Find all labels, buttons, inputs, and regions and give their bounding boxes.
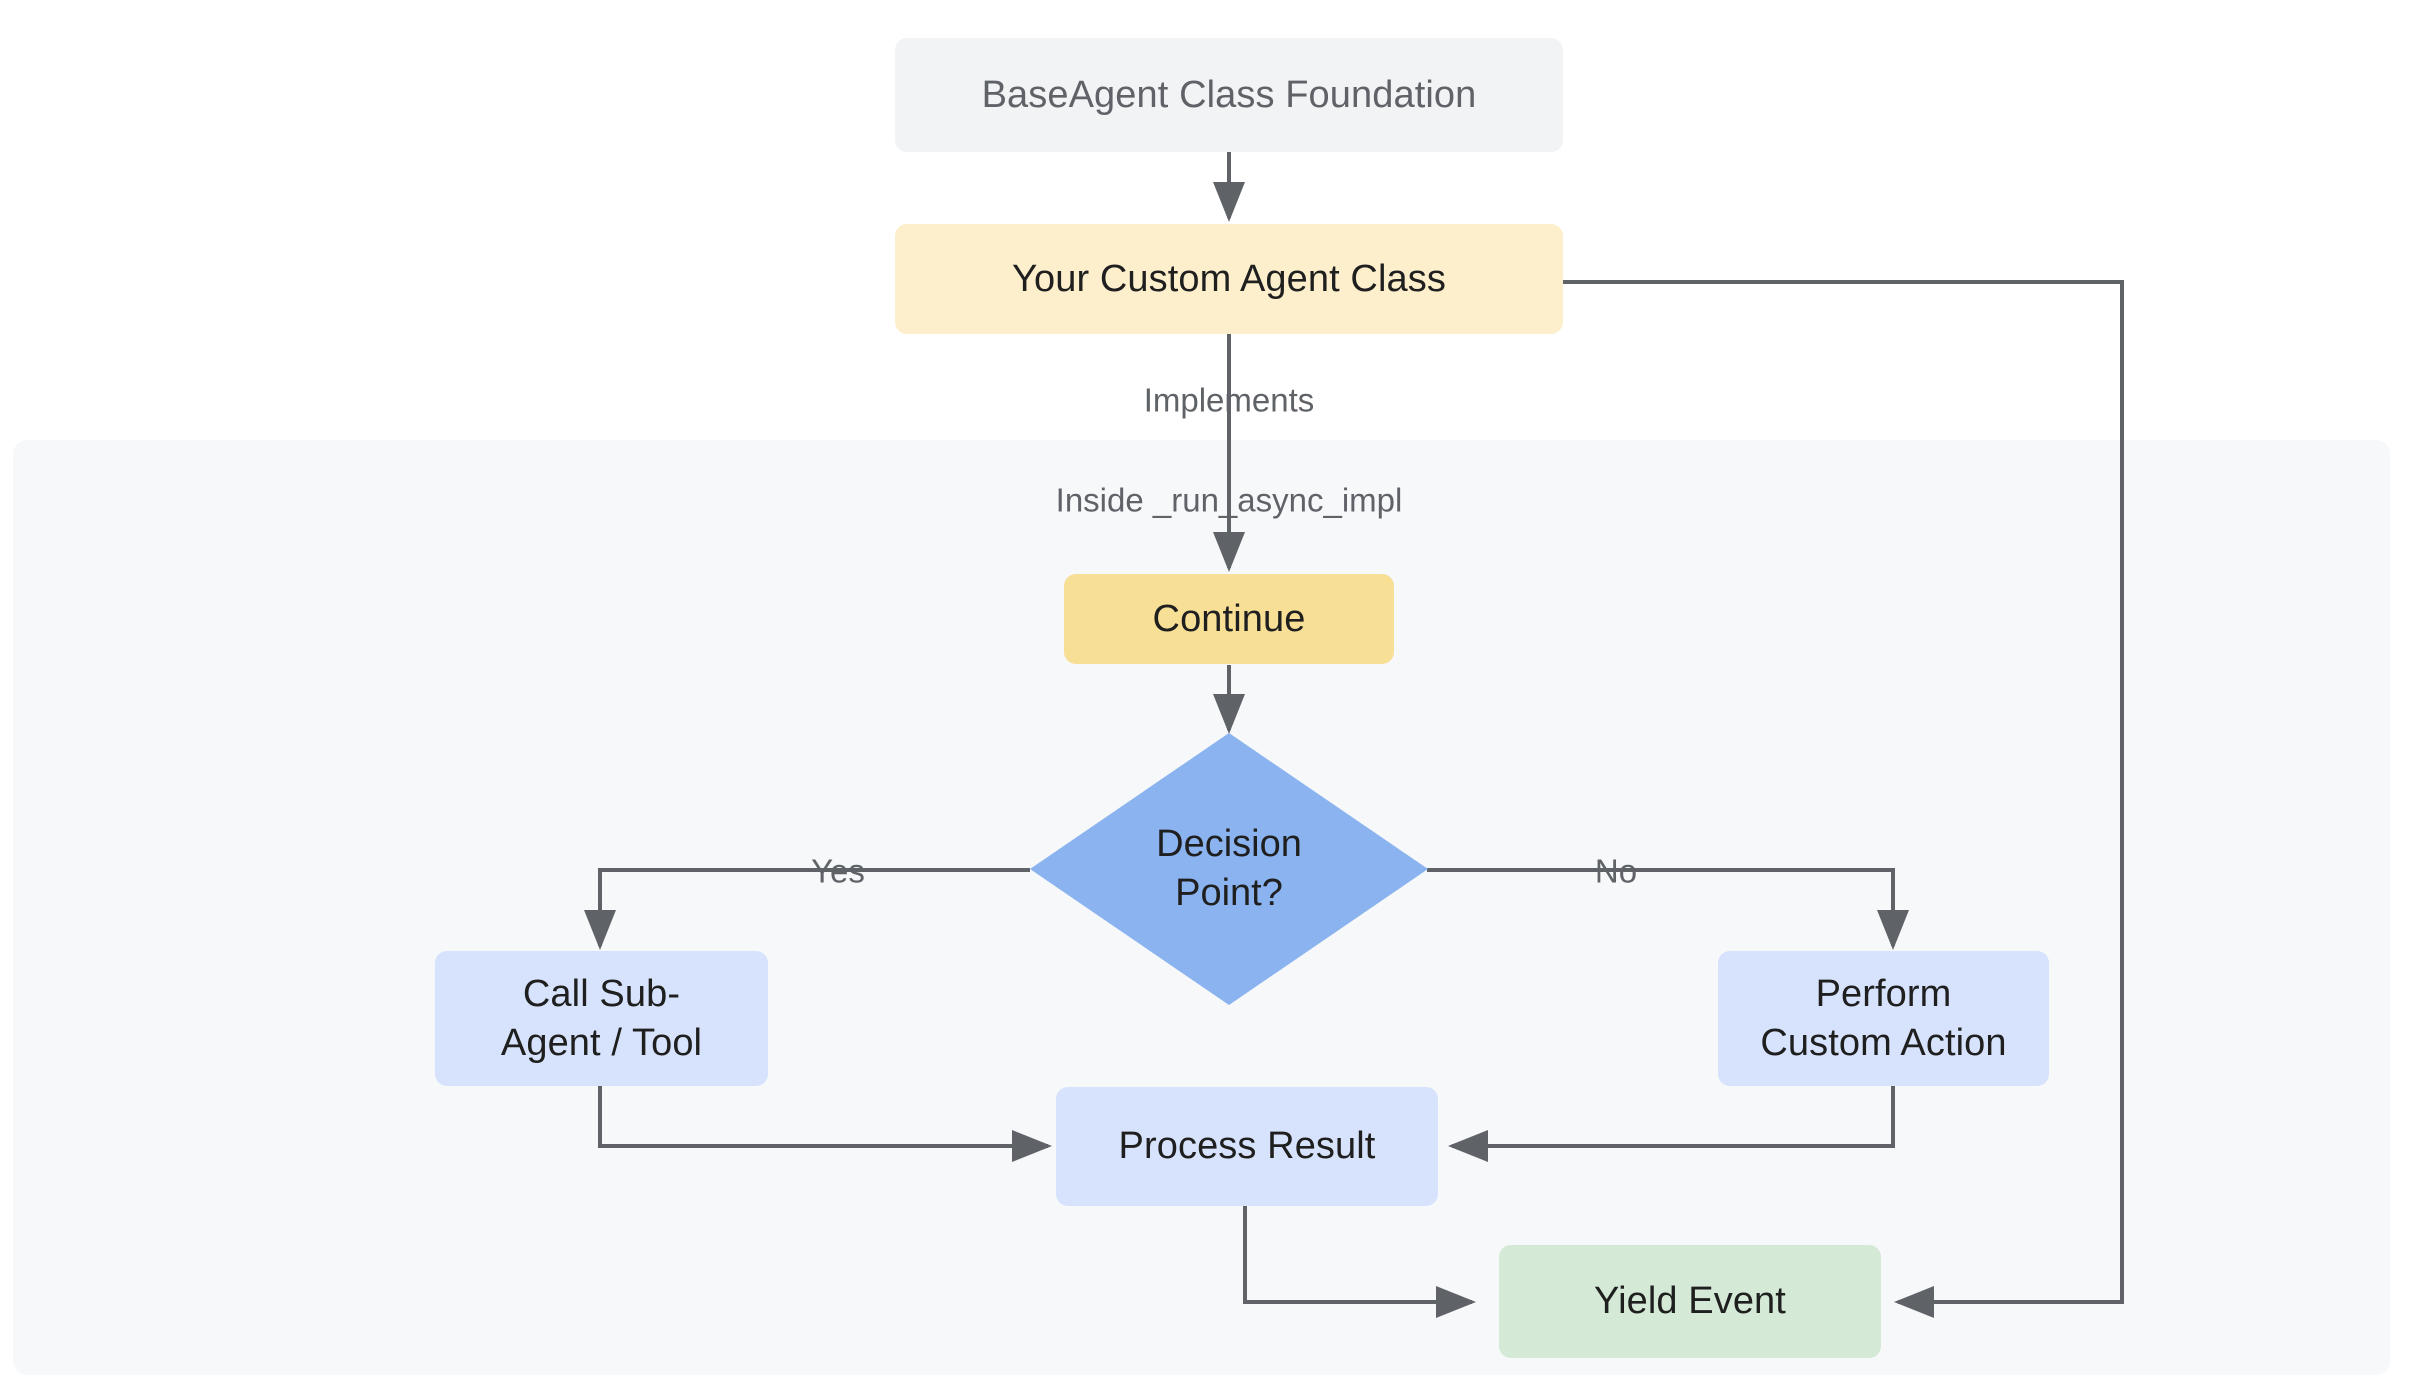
node-base-agent-class-foundation[interactable]: BaseAgent Class Foundation <box>895 38 1563 152</box>
edge-label-no: No <box>1594 852 1638 890</box>
node-continue[interactable]: Continue <box>1064 574 1394 664</box>
node-call-sub-agent-tool[interactable]: Call Sub- Agent / Tool <box>435 951 768 1086</box>
edge-label-yes: Yes <box>811 852 865 890</box>
subgraph-title-run-async-impl: Inside _run_async_impl <box>1055 481 1403 519</box>
edge-label-implements: Implements <box>1143 381 1315 419</box>
node-your-custom-agent-class[interactable]: Your Custom Agent Class <box>895 224 1563 334</box>
node-yield-event[interactable]: Yield Event <box>1499 1245 1881 1358</box>
node-perform-custom-action[interactable]: Perform Custom Action <box>1718 951 2049 1086</box>
node-process-result[interactable]: Process Result <box>1056 1087 1438 1206</box>
